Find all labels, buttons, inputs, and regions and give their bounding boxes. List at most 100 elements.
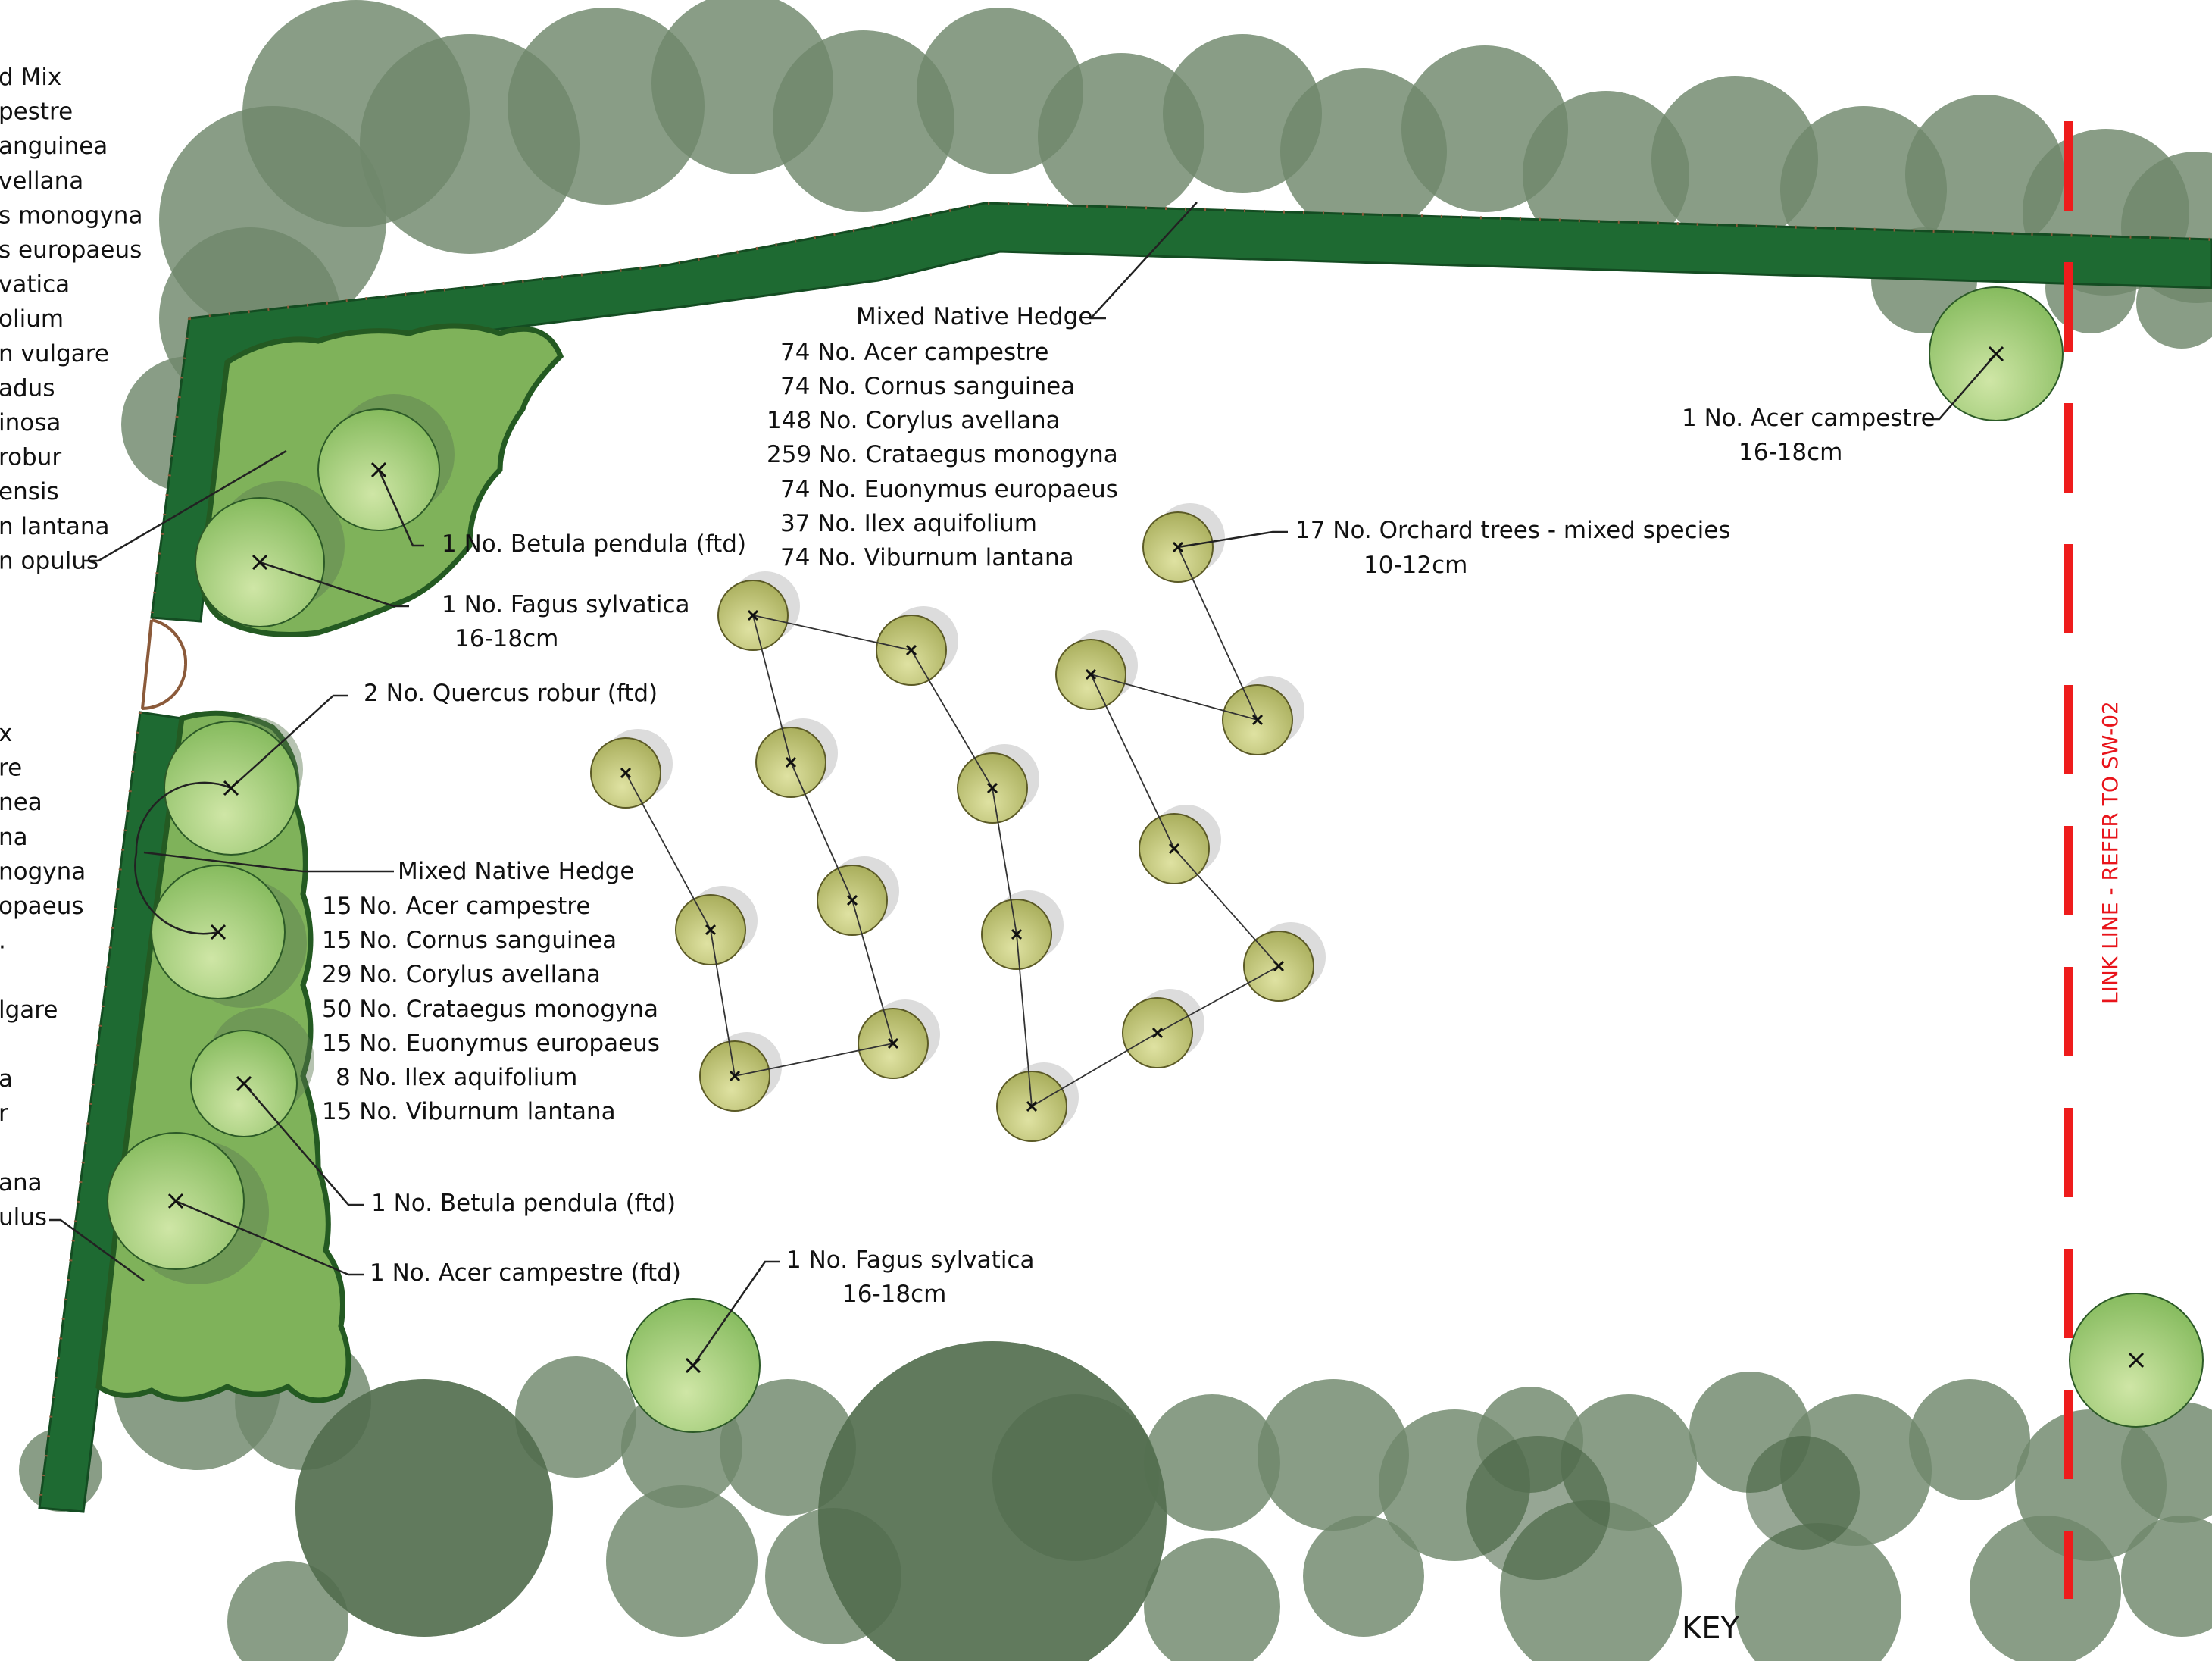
hedge-north-item: 74 No. Cornus sanguinea [780, 373, 1075, 400]
label-orchard-size: 10-12cm [1364, 552, 1467, 579]
partial-list-item: . [0, 927, 6, 955]
orchard-link-line [752, 615, 912, 651]
field-gate [141, 618, 188, 710]
partial-list-item: olium [0, 305, 64, 333]
label-acer-west: 1 No. Acer campestre (ftd) [370, 1259, 681, 1287]
partial-list-item: adus [0, 374, 55, 402]
tree-center-marks [167, 346, 2145, 1374]
label-acer-ne: 1 No. Acer campestre [1682, 405, 1936, 432]
orchard-link-line [1177, 546, 1258, 721]
tree-center-mark [1273, 960, 1285, 972]
orchard-link-line [710, 929, 736, 1077]
tree-center-mark [2128, 1352, 2145, 1369]
orchard-link-line [790, 762, 853, 901]
tree-center-mark [986, 782, 998, 794]
tree-center-mark [1085, 668, 1097, 680]
partial-list-item: robur [0, 444, 61, 471]
tree-center-mark [370, 461, 387, 478]
tree-center-mark [785, 756, 797, 768]
partial-list-top: d Mix pestre anguinea vellana s monogyna s eu… [0, 64, 142, 574]
orchard-link-line [1157, 965, 1279, 1034]
tree-center-mark [729, 1070, 741, 1082]
label-quercus: 2 No. Quercus robur (ftd) [364, 680, 658, 707]
tree-center-mark [705, 924, 717, 936]
label-orchard: 17 No. Orchard trees - mixed species [1295, 517, 1731, 544]
label-betula-west: 1 No. Betula pendula (ftd) [371, 1190, 676, 1217]
partial-list-item: vellana [0, 167, 83, 195]
hedge-north-item: 74 No. Acer campestre [780, 339, 1048, 366]
partial-list-item: s monogyna [0, 202, 142, 229]
partial-list-item: re [0, 755, 22, 782]
leader-lines [49, 202, 1997, 1366]
orchard-leader-lines [625, 546, 1279, 1107]
orchard-link-line [911, 649, 993, 789]
label-fagus-south-size: 16-18cm [842, 1281, 946, 1308]
tree-center-mark [223, 780, 239, 796]
orchard-trees [590, 503, 1326, 1142]
orchard-link-line [752, 615, 792, 763]
partial-list-item: ana [0, 1169, 42, 1196]
tree-center-mark [1151, 1027, 1164, 1039]
partial-list-item: n lantana [0, 513, 110, 540]
partial-list-item: lgare [0, 996, 58, 1024]
hedge-north-item: 148 No. Corylus avellana [767, 407, 1061, 434]
native-hedge-strip [38, 202, 2212, 1513]
existing-tree-cores [295, 1341, 1860, 1661]
tree-center-mark [1251, 714, 1264, 726]
label-betula-north: 1 No. Betula pendula (ftd) [442, 530, 746, 558]
partial-list-item: ensis [0, 478, 59, 505]
partial-list-item: anguinea [0, 133, 108, 160]
partial-list-item: s europaeus [0, 236, 142, 264]
tree-center-mark [1026, 1100, 1038, 1112]
partial-list-item: pestre [0, 99, 73, 126]
partial-list-item: a [0, 1065, 13, 1093]
label-fagus-north: 1 No. Fagus sylvatica [442, 591, 689, 618]
hedge-west-item: 15 No. Acer campestre [322, 893, 590, 920]
hedge-west-item: 29 No. Corylus avellana [322, 961, 601, 988]
tree-center-mark [620, 767, 632, 779]
tree-center-mark [846, 894, 858, 906]
orchard-link-line [625, 772, 711, 931]
partial-list-item: n opulus [0, 547, 98, 574]
tree-center-mark [1988, 346, 2004, 362]
orchard-link-line [851, 899, 894, 1044]
tree-center-mark [747, 609, 759, 621]
partial-list-item: ulus [0, 1203, 47, 1231]
tree-center-mark [1168, 843, 1180, 855]
partial-list-item: nea [0, 789, 42, 816]
partial-list-item: vatica [0, 271, 70, 299]
label-acer-ne-size: 16-18cm [1739, 439, 1842, 466]
tree-center-mark [210, 924, 227, 940]
label-fagus-south: 1 No. Fagus sylvatica [786, 1247, 1034, 1274]
tree-center-mark [1011, 928, 1023, 940]
orchard-link-line [1031, 1032, 1158, 1107]
hedge-north-item: 37 No. Ilex aquifolium [780, 510, 1037, 537]
partial-list-item: d Mix [0, 64, 61, 91]
hedge-west-item: 8 No. Ilex aquifolium [336, 1064, 577, 1091]
partial-list-item: nogyna [0, 858, 86, 885]
orchard-link-line [1090, 674, 1258, 721]
tree-center-mark [905, 644, 917, 656]
tree-center-mark [1172, 541, 1184, 553]
tree-center-mark [252, 554, 268, 571]
orchard-link-line [1173, 848, 1279, 967]
partial-list-item: n vulgare [0, 340, 109, 368]
partial-list-item: x [0, 720, 12, 747]
hedge-north-item: 259 No. Crataegus monogyna [767, 441, 1118, 468]
orchard-link-line [1090, 674, 1175, 849]
label-fagus-north-size: 16-18cm [455, 625, 558, 652]
orchard-link-line [734, 1043, 894, 1077]
tree-center-mark [236, 1075, 252, 1092]
orchard-link-line [1016, 934, 1033, 1107]
partial-list-item: opaeus [0, 893, 84, 920]
hedge-north-item: 74 No. Viburnum lantana [780, 544, 1074, 571]
partial-list-item: r [0, 1100, 8, 1128]
hedge-north-title: Mixed Native Hedge [856, 303, 1092, 330]
hedge-west-title: Mixed Native Hedge [398, 858, 634, 885]
hedge-west-item: 15 No. Euonymus europaeus [322, 1030, 660, 1057]
link-line-label: LINK LINE - REFER TO SW-02 [2098, 701, 2123, 1004]
tree-center-mark [685, 1357, 701, 1374]
hedge-west-item: 15 No. Viburnum lantana [322, 1098, 616, 1125]
hedge-west-item: 15 No. Cornus sanguinea [322, 927, 617, 954]
